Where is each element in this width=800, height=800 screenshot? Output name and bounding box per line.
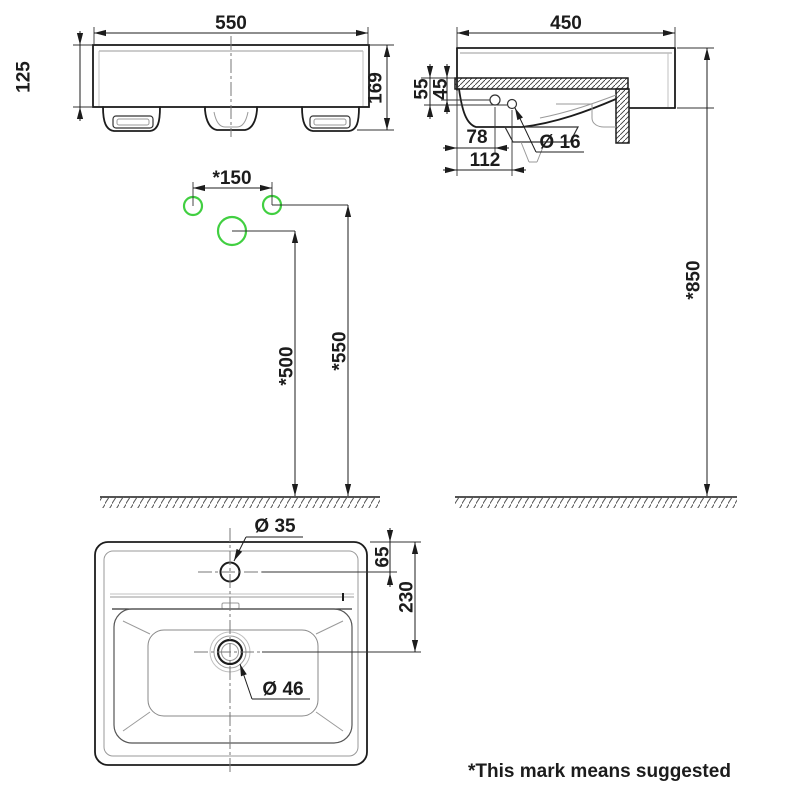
front-total-height-label: 169	[366, 72, 387, 104]
dim-depth-450: 450	[456, 13, 676, 47]
dim-handle-height-550: *550	[272, 204, 352, 496]
hole1-drop-label: 45	[431, 78, 452, 100]
dim-faucet-diameter: Ø 35	[233, 516, 303, 562]
dim-body-height-125: 125	[14, 31, 93, 121]
dim-drain-diameter: Ø 46	[239, 663, 310, 700]
floor-hatch-right	[455, 497, 737, 508]
dim-hole-offsets: 78 112	[443, 90, 526, 176]
side-depth-label: 450	[550, 13, 582, 34]
mounting-holes-layout: *150 *550 *500	[182, 168, 352, 496]
faucet-diameter-label: Ø 35	[254, 516, 296, 537]
hole2-drop-label: 55	[412, 78, 433, 100]
dim-hole-drops: 55 45	[412, 64, 456, 119]
front-right-foot	[301, 106, 360, 132]
dim-width-550: 550	[93, 13, 369, 44]
hole-diameter-label: Ø 16	[539, 132, 580, 153]
faucet-offset-label: 65	[373, 546, 394, 568]
dim-hole-diameter: Ø 16	[514, 107, 584, 153]
front-view: 550 125 169	[14, 13, 394, 137]
floor-lines	[100, 496, 737, 508]
top-view: Ø 35 65 230 Ø 46	[94, 516, 421, 774]
side-section-view: 450 55 45 78 112	[412, 13, 714, 496]
dim-drain-offset-230: 230	[397, 541, 421, 652]
rim-height-label: *850	[684, 260, 705, 299]
section-back-hatch	[615, 88, 630, 144]
spout-height-label: *500	[277, 346, 298, 385]
top-view-outline	[94, 541, 368, 766]
dim-total-height-169: 169	[357, 44, 394, 131]
overflow-channel	[556, 103, 616, 128]
drain-boss	[504, 126, 579, 143]
footnote-text: *This mark means suggested	[468, 761, 731, 782]
front-width-label: 550	[215, 13, 247, 34]
dim-spout-height-500: *500	[232, 230, 299, 496]
bowl-outline	[113, 608, 353, 744]
handle-height-label: *550	[330, 331, 351, 370]
dim-rim-height-850: *850	[677, 47, 714, 496]
front-body-height-label: 125	[14, 61, 35, 93]
drain-offset-label: 230	[397, 581, 418, 613]
section-ledge-hatch	[454, 77, 629, 90]
drain-diameter-label: Ø 46	[262, 679, 303, 700]
dim-hole-spacing-150: *150	[192, 168, 273, 206]
hole1-offset-label: 78	[466, 127, 487, 148]
hole2-offset-label: 112	[470, 150, 501, 171]
section-hole-2	[506, 98, 518, 110]
front-left-foot	[102, 106, 161, 132]
floor-hatch-left	[100, 497, 380, 508]
bowl-floor	[147, 629, 319, 717]
section-hole-1	[489, 94, 501, 106]
dim-faucet-offset-65: 65	[370, 528, 397, 587]
hole-spacing-label: *150	[212, 168, 251, 189]
